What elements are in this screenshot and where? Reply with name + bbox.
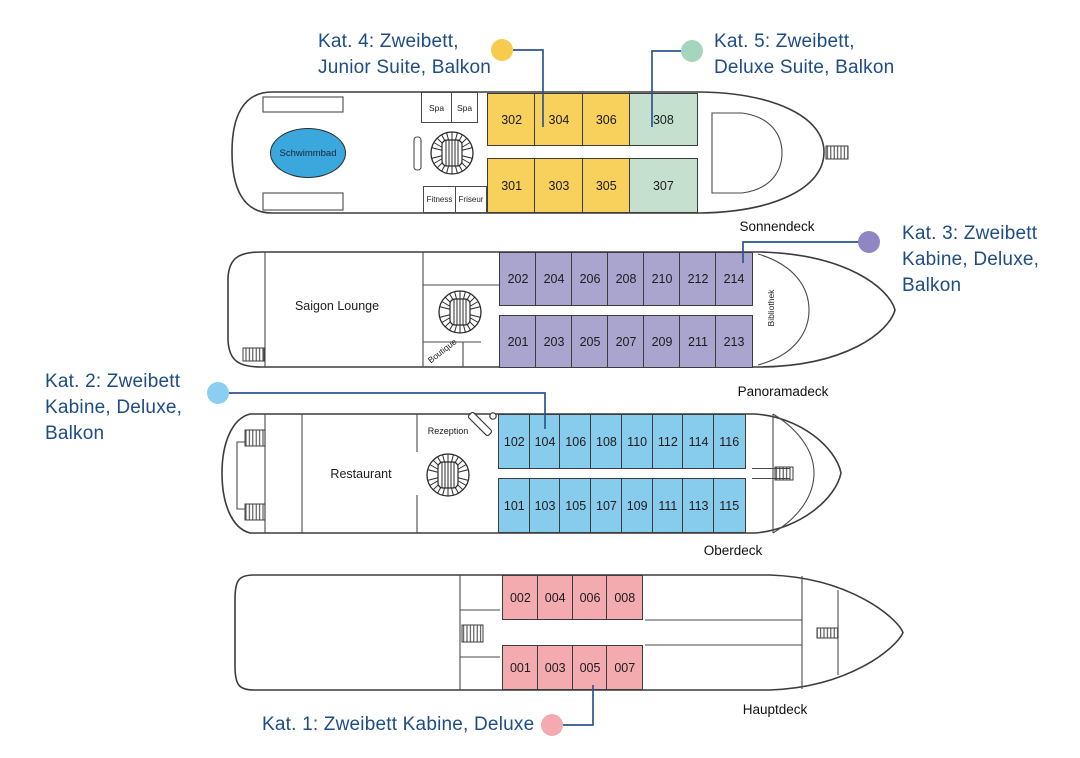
cabin-003: 003	[536, 645, 574, 690]
cabin-112: 112	[651, 414, 685, 469]
cabin-211: 211	[679, 315, 717, 368]
cabin-006: 006	[571, 575, 609, 620]
cabin-307: 307	[628, 158, 698, 213]
stairs-icon	[242, 347, 265, 362]
cabin-212: 212	[679, 252, 717, 306]
cabin-109: 109	[620, 478, 654, 533]
stairs-icon	[461, 624, 484, 643]
cabin-102: 102	[498, 414, 531, 469]
cabin-209: 209	[643, 315, 681, 368]
cabin-105: 105	[559, 478, 593, 533]
stairs-icon	[244, 429, 266, 447]
cabin-206: 206	[571, 252, 609, 306]
cabin-203: 203	[535, 315, 573, 368]
cabin-301: 301	[487, 158, 537, 213]
cabin-008: 008	[606, 575, 644, 620]
gangway-icon	[816, 627, 839, 639]
cabin-204: 204	[535, 252, 573, 306]
cabin-108: 108	[590, 414, 623, 469]
cabin-207: 207	[607, 315, 645, 368]
cabin-111: 111	[651, 478, 685, 533]
cabin-201: 201	[499, 315, 537, 368]
stairs-icon	[244, 503, 266, 521]
cabin-104: 104	[528, 414, 562, 469]
gangway-icon	[825, 145, 849, 160]
cabin-116: 116	[712, 414, 746, 469]
sun-lounger-area	[262, 96, 344, 113]
bow-bulkhead	[772, 413, 815, 534]
cabin-308: 308	[628, 93, 698, 146]
cabin-007: 007	[606, 645, 644, 690]
cabin-106: 106	[559, 414, 593, 469]
stern-bracket	[236, 441, 245, 510]
sun-lounger-area	[262, 192, 344, 211]
cabin-107: 107	[590, 478, 623, 533]
cabin-001: 001	[502, 645, 539, 690]
cabin-115: 115	[712, 478, 746, 533]
cabin-202: 202	[499, 252, 537, 306]
cabin-213: 213	[715, 315, 753, 368]
cabin-004: 004	[536, 575, 574, 620]
cabin-110: 110	[620, 414, 654, 469]
cabin-303: 303	[534, 158, 584, 213]
cabin-205: 205	[571, 315, 609, 368]
cabin-210: 210	[643, 252, 681, 306]
bow-terrace	[711, 112, 783, 194]
cabin-304: 304	[534, 93, 584, 146]
cabin-005: 005	[571, 645, 609, 690]
hauptdeck-outline	[234, 574, 904, 691]
cabin-214: 214	[715, 252, 753, 306]
cabin-306: 306	[581, 93, 631, 146]
cabin-302: 302	[487, 93, 537, 146]
cabin-002: 002	[502, 575, 539, 620]
bow-bulkhead	[757, 253, 810, 366]
cabin-114: 114	[682, 414, 715, 469]
bench	[413, 136, 422, 171]
cabin-208: 208	[607, 252, 645, 306]
gangway-icon	[774, 466, 794, 481]
cabin-103: 103	[528, 478, 562, 533]
cabin-113: 113	[682, 478, 715, 533]
cabin-101: 101	[498, 478, 531, 533]
cabin-305: 305	[581, 158, 631, 213]
